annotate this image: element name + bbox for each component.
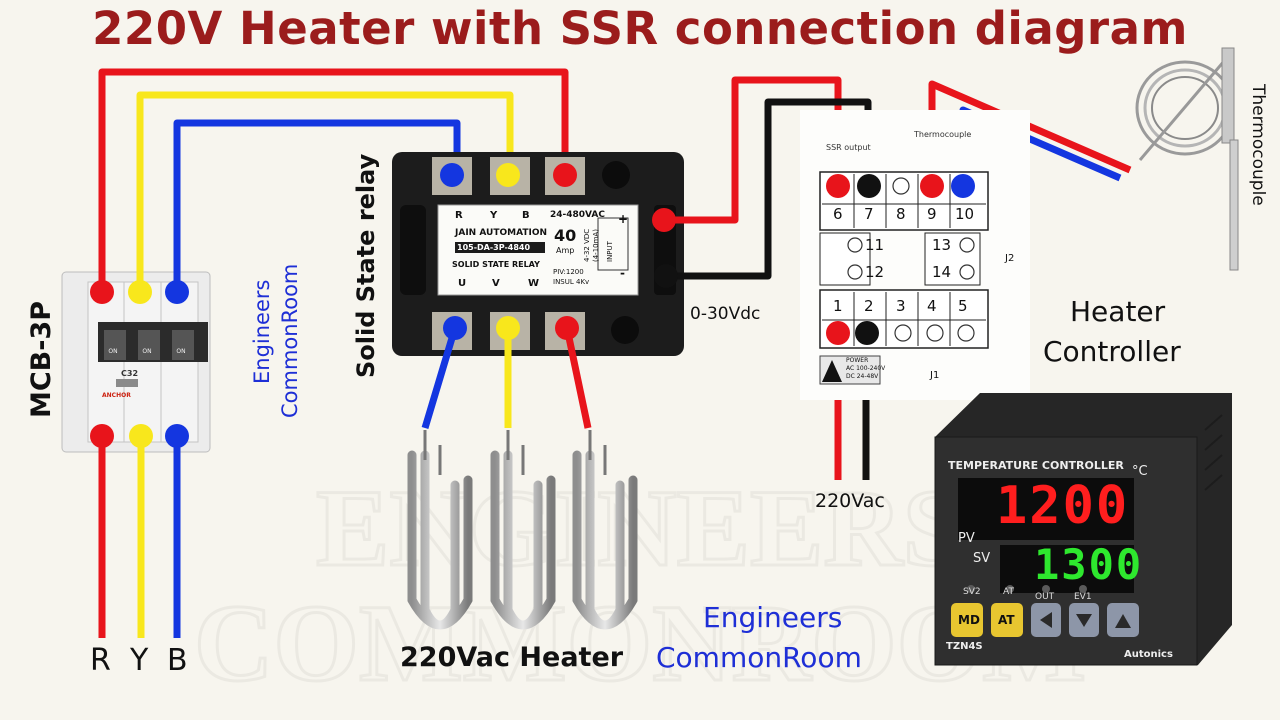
mcb-label: MCB-3P <box>26 300 57 418</box>
controller-label-heater: Heater <box>1070 295 1166 328</box>
tc-title: TEMPERATURE CONTROLLER <box>948 459 1124 472</box>
tc-indicator-ev1: EV1 <box>1074 592 1092 602</box>
thermocouple-probe <box>1135 47 1239 271</box>
svg-text:ON: ON <box>176 348 185 355</box>
ssr-terminal-r: R <box>455 210 463 221</box>
tc-pv-value: 1200 <box>996 476 1130 536</box>
controller-label-controller: Controller <box>1043 335 1181 368</box>
heater-label: 220Vac Heater <box>400 642 624 673</box>
tb-terminal-11: 11 <box>865 236 885 254</box>
terminal-block <box>800 110 1030 400</box>
tc-unit: °C <box>1132 464 1148 479</box>
watermark-engineers: Engineers <box>703 601 843 634</box>
tc-brand: Autonics <box>1124 649 1173 660</box>
temperature-controller <box>934 393 1232 666</box>
ssr-terminal-b: B <box>522 210 530 221</box>
svg-text:ON: ON <box>142 348 151 355</box>
tb-power-dc: DC 24-48V <box>846 373 879 380</box>
ssr-type: SOLID STATE RELAY <box>452 260 540 269</box>
terminal-dots <box>90 163 678 448</box>
tb-terminal-6: 6 <box>833 205 843 223</box>
ssr-terminal-w: W <box>528 278 540 289</box>
ssr-plus-sign: + <box>618 212 629 226</box>
tb-terminal-2: 2 <box>864 297 874 315</box>
ssr-terminal-u: U <box>458 278 467 289</box>
tb-terminal-4: 4 <box>927 297 937 315</box>
ssr-terminal-y: Y <box>490 210 498 221</box>
svg-text:C32: C32 <box>121 369 138 378</box>
supply-wires <box>98 68 569 638</box>
tc-pv-label: PV <box>958 531 975 546</box>
tb-terminal-8: 8 <box>896 205 906 223</box>
ssr-terminal-v: V <box>492 278 500 289</box>
supply-220vac-label: 220Vac <box>815 490 885 512</box>
tb-ssr-output-label: SSR output <box>826 143 871 152</box>
svg-text:ANCHOR: ANCHOR <box>102 392 131 399</box>
tc-indicator-sv2: SV2 <box>963 587 981 597</box>
tb-terminal-9: 9 <box>927 205 937 223</box>
phase-b-label: B <box>167 643 188 678</box>
svg-text:ON: ON <box>108 348 117 355</box>
ssr-brand: JAIN AUTOMATION <box>455 228 548 238</box>
tb-terminal-12: 12 <box>865 263 885 281</box>
tb-terminal-13: 13 <box>932 236 952 254</box>
solid-state-relay <box>392 152 684 356</box>
watermark-commonroom: CommonRoom <box>656 641 862 674</box>
tb-terminal-3: 3 <box>896 297 906 315</box>
ssr-current: 40 <box>554 226 577 245</box>
thermocouple-label: Thermocouple <box>1248 84 1268 206</box>
tb-terminal-5: 5 <box>958 297 968 315</box>
ssr-piv: PIV:1200 <box>553 268 584 276</box>
phase-y-label: Y <box>130 643 149 678</box>
ssr-input-label: INPUT <box>606 241 614 262</box>
tc-model: TZN4S <box>946 641 983 652</box>
tc-sv-value: 1300 <box>1034 540 1144 589</box>
ssr-voltage: 24-480VAC <box>550 210 605 220</box>
watermark-engineers-vertical: Engineers <box>250 279 274 384</box>
ssr-insul: INSUL 4Kv <box>553 278 590 286</box>
ssr-side-label: Solid State relay <box>352 153 380 378</box>
ssr-model: 105-DA-3P-4840 <box>457 243 531 252</box>
tb-terminal-10: 10 <box>955 205 975 223</box>
tb-terminal-1: 1 <box>833 297 843 315</box>
tc-md-button[interactable]: MD <box>958 613 980 627</box>
heater-elements <box>407 450 638 630</box>
watermark-commonroom-vertical: CommonRoom <box>278 263 302 418</box>
tb-terminal-7: 7 <box>864 205 874 223</box>
tb-power-label: POWER <box>846 357 869 364</box>
mcb-breaker: ON ON ON C32 ANCHOR <box>61 271 211 453</box>
heater-wires <box>421 326 592 430</box>
tb-j2-label: J2 <box>1005 253 1015 264</box>
control-voltage-label: 0-30Vdc <box>690 304 761 324</box>
ssr-input-range: 4-32 VDC <box>583 228 591 262</box>
tc-at-button[interactable]: AT <box>998 613 1015 627</box>
ssr-minus-sign: - <box>620 266 625 280</box>
tc-indicator-out: OUT <box>1035 592 1055 602</box>
phase-r-label: R <box>90 643 111 678</box>
tb-thermocouple-label: Thermocouple <box>914 130 972 139</box>
tb-terminal-14: 14 <box>932 263 952 281</box>
heater-terminals <box>423 430 607 475</box>
diagram-title: 220V Heater with SSR connection diagram <box>92 2 1188 55</box>
ssr-current-unit: Amp <box>556 246 575 255</box>
tc-sv-label: SV <box>973 551 991 566</box>
tc-indicator-at: AT <box>1003 587 1014 597</box>
tb-power-ac: AC 100-240V <box>846 365 886 372</box>
ssr-input-current: (4-10mA) <box>592 229 600 262</box>
tb-j1-label: J1 <box>930 370 940 381</box>
